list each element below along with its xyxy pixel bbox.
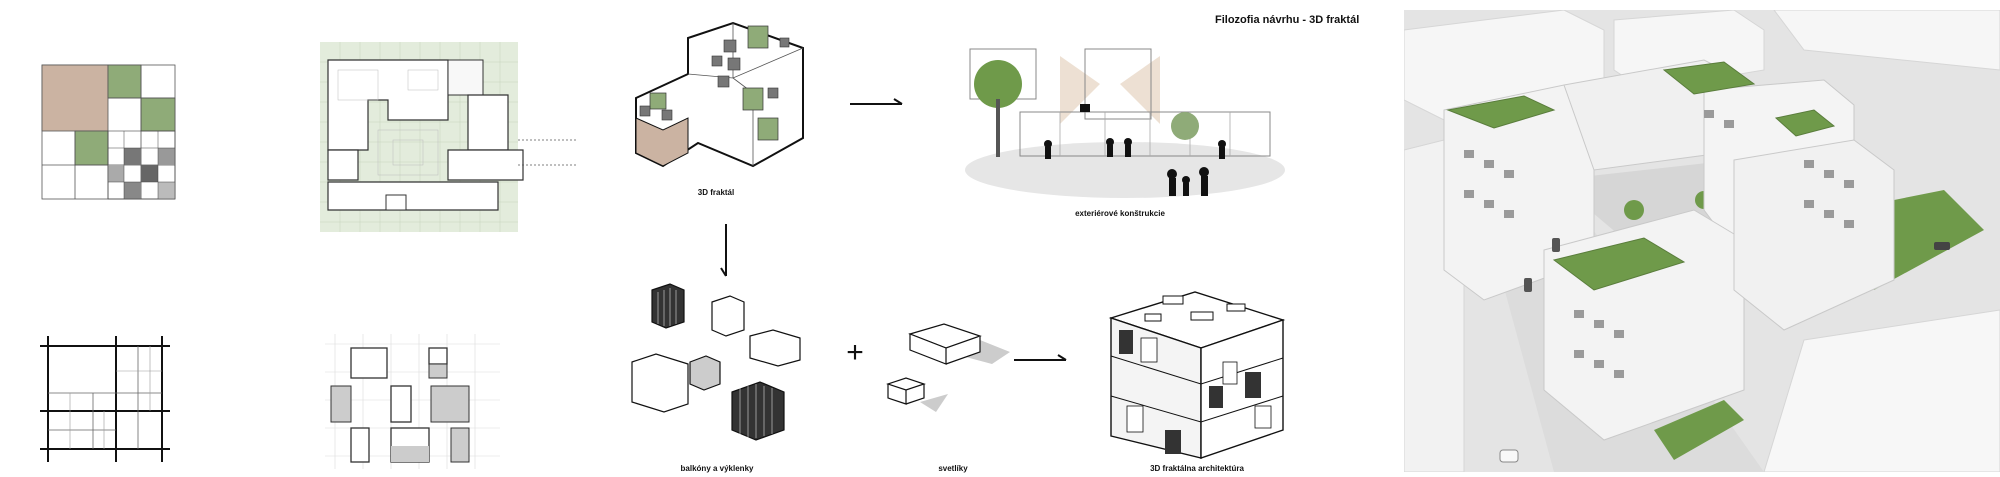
caption-exterior-structures: exteriérové konštrukcie — [1075, 209, 1165, 218]
caption-balconies-niches: balkóny a výklenky — [680, 464, 754, 473]
exterior-structures — [965, 48, 1285, 198]
caption-3d-fractal: 3D fraktál — [697, 188, 735, 197]
fractal-3d-cubes — [635, 21, 804, 168]
arrow-down-icon — [720, 224, 727, 277]
skylights — [886, 323, 1010, 412]
balconies-niches — [631, 283, 801, 441]
facade-grid — [325, 334, 500, 469]
floor-plan — [320, 42, 576, 232]
plus-icon: + — [846, 336, 864, 369]
fractal-architecture-3d — [1108, 291, 1286, 459]
caption-3d-fractal-architecture: 3D fraktálna architektúra — [1150, 464, 1244, 473]
line-grid-2d — [40, 336, 170, 462]
caption-skylights: svetlíky — [938, 464, 968, 473]
diagram-title: Filozofia návrhu - 3D fraktál — [1215, 14, 1360, 26]
aerial-render — [1404, 10, 2000, 472]
fractal-grid-2d — [41, 64, 176, 200]
arrow-right-icon-2 — [1014, 354, 1067, 361]
arrow-right-icon — [850, 98, 903, 105]
